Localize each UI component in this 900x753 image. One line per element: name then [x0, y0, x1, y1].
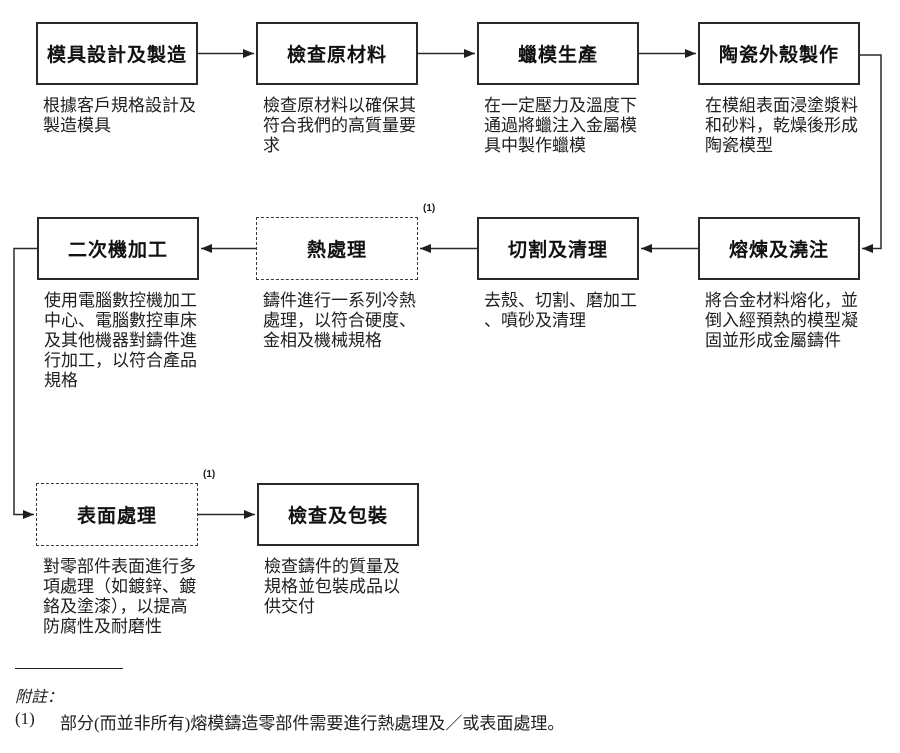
step-label: 檢查原材料 — [286, 45, 387, 66]
step-inspection-packaging: 檢查及包裝 檢查鑄件的質量及 規格並包裝成品以 供交付 — [257, 483, 419, 616]
step-label: 二次機加工 — [67, 240, 168, 261]
step-label: 檢查及包裝 — [287, 506, 388, 527]
step-description: 使用電腦數控機加工 中心、電腦數控車床 及其他機器對鑄件進 行加工，以符合產品 … — [44, 291, 197, 390]
step-raw-material-inspection: 檢查原材料 檢查原材料以確保其 符合我們的高質量要 求 — [256, 22, 418, 155]
step-cutting-cleaning: 切割及清理 去殼、切割、磨加工 、噴砂及清理 — [477, 217, 639, 330]
step-mold-design: 模具設計及製造 根據客戶規格設計及 製造模具 — [36, 22, 198, 135]
arrow-machining-to-surface — [13, 247, 37, 519]
arrow-shell-to-melting — [860, 54, 882, 253]
step-box: 檢查原材料 — [256, 22, 418, 85]
step-secondary-machining: 二次機加工 使用電腦數控機加工 中心、電腦數控車床 及其他機器對鑄件進 行加工，… — [37, 217, 199, 390]
footnote-text: 部分(而並非所有)熔模鑄造零部件需要進行熱處理及／或表面處理。 — [60, 714, 565, 733]
step-heat-treatment: 熱處理 (1) 鑄件進行一系列冷熱 處理，以符合硬度、 金相及機械規格 — [256, 203, 435, 350]
step-box: 二次機加工 — [37, 217, 199, 280]
step-label: 模具設計及製造 — [46, 45, 187, 66]
step-ceramic-shell-making: 陶瓷外殼製作 在模組表面浸塗漿料 和砂料，乾燥後形成 陶瓷模型 — [698, 22, 860, 155]
step-box: 模具設計及製造 — [36, 22, 198, 85]
step-label: 陶瓷外殼製作 — [718, 45, 839, 66]
step-description: 將合金材料熔化，並 倒入經預熱的模型凝 固並形成金屬鑄件 — [705, 291, 858, 350]
step-box: 熔煉及澆注 — [698, 217, 860, 280]
step-melting-pouring: 熔煉及澆注 將合金材料熔化，並 倒入經預熱的模型凝 固並形成金屬鑄件 — [698, 217, 860, 350]
step-box: 檢查及包裝 — [257, 483, 419, 546]
step-label: 熱處理 — [306, 240, 367, 261]
footnote-number: (1) — [15, 709, 35, 728]
footnote-heading: 附註： — [15, 689, 64, 706]
step-label: 切割及清理 — [507, 240, 608, 261]
step-description: 在模組表面浸塗漿料 和砂料，乾燥後形成 陶瓷模型 — [705, 96, 858, 155]
step-description: 檢查原材料以確保其 符合我們的高質量要 求 — [263, 96, 416, 155]
step-label: 蠟模生產 — [517, 45, 598, 66]
step-description: 在一定壓力及溫度下 通過將蠟注入金屬模 具中製作蠟模 — [484, 96, 637, 155]
footnote-divider — [15, 668, 123, 669]
step-description: 去殼、切割、磨加工 、噴砂及清理 — [484, 291, 637, 330]
step-box-dashed: 熱處理 — [256, 217, 418, 280]
footnote-marker: (1) — [203, 469, 216, 480]
step-label: 表面處理 — [76, 506, 157, 527]
step-box: 切割及清理 — [477, 217, 639, 280]
footnote-marker: (1) — [423, 203, 436, 214]
step-description: 對零部件表面進行多 項處理（如鍍鋅、鍍 鉻及塗漆），以提高 防腐性及耐磨性 — [43, 557, 196, 636]
step-surface-treatment: 表面處理 (1) 對零部件表面進行多 項處理（如鍍鋅、鍍 鉻及塗漆），以提高 防… — [36, 469, 215, 636]
step-label: 熔煉及澆注 — [728, 240, 829, 261]
footnote-item: (1) 部分(而並非所有)熔模鑄造零部件需要進行熱處理及／或表面處理。 — [15, 709, 564, 734]
step-wax-pattern-production: 蠟模生產 在一定壓力及溫度下 通過將蠟注入金屬模 具中製作蠟模 — [477, 22, 639, 155]
step-box-dashed: 表面處理 — [36, 483, 198, 546]
step-box: 陶瓷外殼製作 — [698, 22, 860, 85]
step-box: 蠟模生產 — [477, 22, 639, 85]
step-description: 根據客戶規格設計及 製造模具 — [43, 96, 196, 135]
step-description: 鑄件進行一系列冷熱 處理，以符合硬度、 金相及機械規格 — [263, 291, 416, 350]
step-description: 檢查鑄件的質量及 規格並包裝成品以 供交付 — [264, 557, 400, 616]
